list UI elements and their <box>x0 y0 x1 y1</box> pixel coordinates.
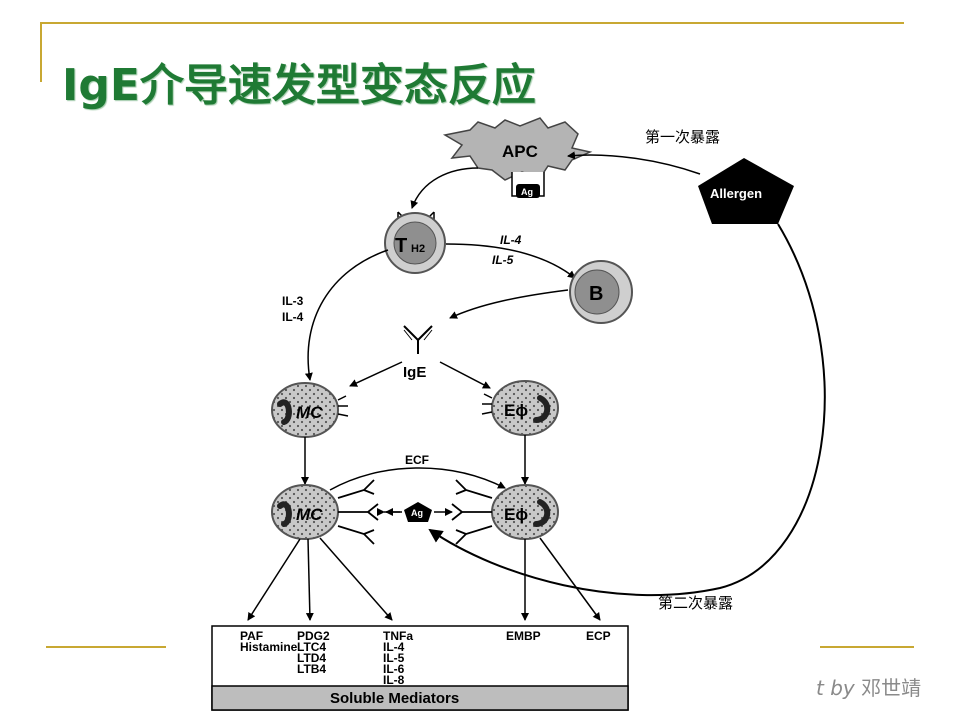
mediator-item: IL-6 <box>383 662 405 676</box>
mediator-item: LTD4 <box>297 651 326 665</box>
mediators-col-4: EMBP <box>506 629 541 643</box>
mediator-item: IL-8 <box>383 673 405 687</box>
frame-bottom-left-line <box>46 646 166 648</box>
eo-bottom-label: Eϕ <box>504 505 528 524</box>
allergen-to-apc-arrow <box>567 151 701 175</box>
th2-sub-label: H2 <box>411 243 425 255</box>
mediator-item: LTB4 <box>297 662 326 676</box>
mast-cell-top: MC <box>271 382 349 438</box>
mediator-item: LTC4 <box>297 640 326 654</box>
allergen-label: Allergen <box>710 186 762 201</box>
ige-antibody <box>403 325 433 354</box>
mediator-item: TNFa <box>383 629 413 643</box>
th2-label: T <box>395 235 407 257</box>
mediators-col-5: ECP <box>586 629 611 643</box>
central-ag: Ag <box>377 502 453 522</box>
b-cell: B <box>569 260 633 324</box>
il3-label: IL-3 <box>282 294 304 308</box>
b-label: B <box>589 283 603 305</box>
mediator-item: ECP <box>586 629 611 643</box>
th2-to-mc-arrow <box>304 249 389 381</box>
mediator-item: Histamine <box>240 640 298 654</box>
mc-bottom-label: MC <box>296 505 323 524</box>
mc-to-paf-arrow <box>247 538 301 621</box>
credit-name: 邓世靖 <box>861 676 922 700</box>
apc-cell: APC Ag <box>442 117 593 198</box>
mediator-item: PDG2 <box>297 629 330 643</box>
apc-to-th2-arrow <box>410 167 479 209</box>
eosinophil-top: Eϕ <box>481 380 559 436</box>
second-exposure-arrow <box>428 223 826 597</box>
mc-top-label: MC <box>296 403 323 422</box>
ecf-arrow <box>329 467 506 491</box>
ige-to-mc-arrow <box>349 361 403 387</box>
ige-to-eo-arrow <box>439 361 491 389</box>
th2-to-b-arrow <box>445 243 576 279</box>
central-ag-label: Ag <box>411 508 423 518</box>
ecf-label: ECF <box>405 453 429 467</box>
credit: t by 邓世靖 <box>816 672 921 701</box>
frame-bottom-right-line <box>820 646 914 648</box>
mediator-item: PAF <box>240 629 263 643</box>
ige-label: IgE <box>403 364 426 381</box>
frame-left-line <box>40 22 42 82</box>
il4-label: IL-4 <box>500 233 522 247</box>
il5-label: IL-5 <box>492 253 514 267</box>
apc-label: APC <box>502 142 538 161</box>
slide-title: IgE介导速发型变态反应 <box>62 56 622 116</box>
apc-ag-label: Ag <box>521 187 533 197</box>
frame-top-line <box>40 22 904 24</box>
mc-to-pdg-arrow <box>305 538 314 621</box>
il4b-label: IL-4 <box>282 310 304 324</box>
second-exposure-note: 第二次暴露 <box>658 594 734 612</box>
mast-cell-bottom: MC <box>271 479 379 545</box>
th2-cell: T H2 <box>384 211 446 274</box>
mediator-item: EMBP <box>506 629 541 643</box>
first-exposure-note: 第一次暴露 <box>645 128 721 146</box>
eosinophil-bottom: Eϕ <box>451 479 559 545</box>
eo-top-label: Eϕ <box>504 401 528 420</box>
allergen-shape: Allergen <box>698 158 794 224</box>
mediator-item: IL-4 <box>383 640 405 654</box>
b-to-ige-arrow <box>449 289 569 319</box>
eo-to-ecp-arrow <box>539 537 601 621</box>
mediators-footer: Soluble Mediators <box>330 690 459 707</box>
credit-prefix: t by <box>816 676 855 700</box>
mediator-item: IL-5 <box>383 651 405 665</box>
mc-to-tnf-arrow <box>319 537 393 621</box>
